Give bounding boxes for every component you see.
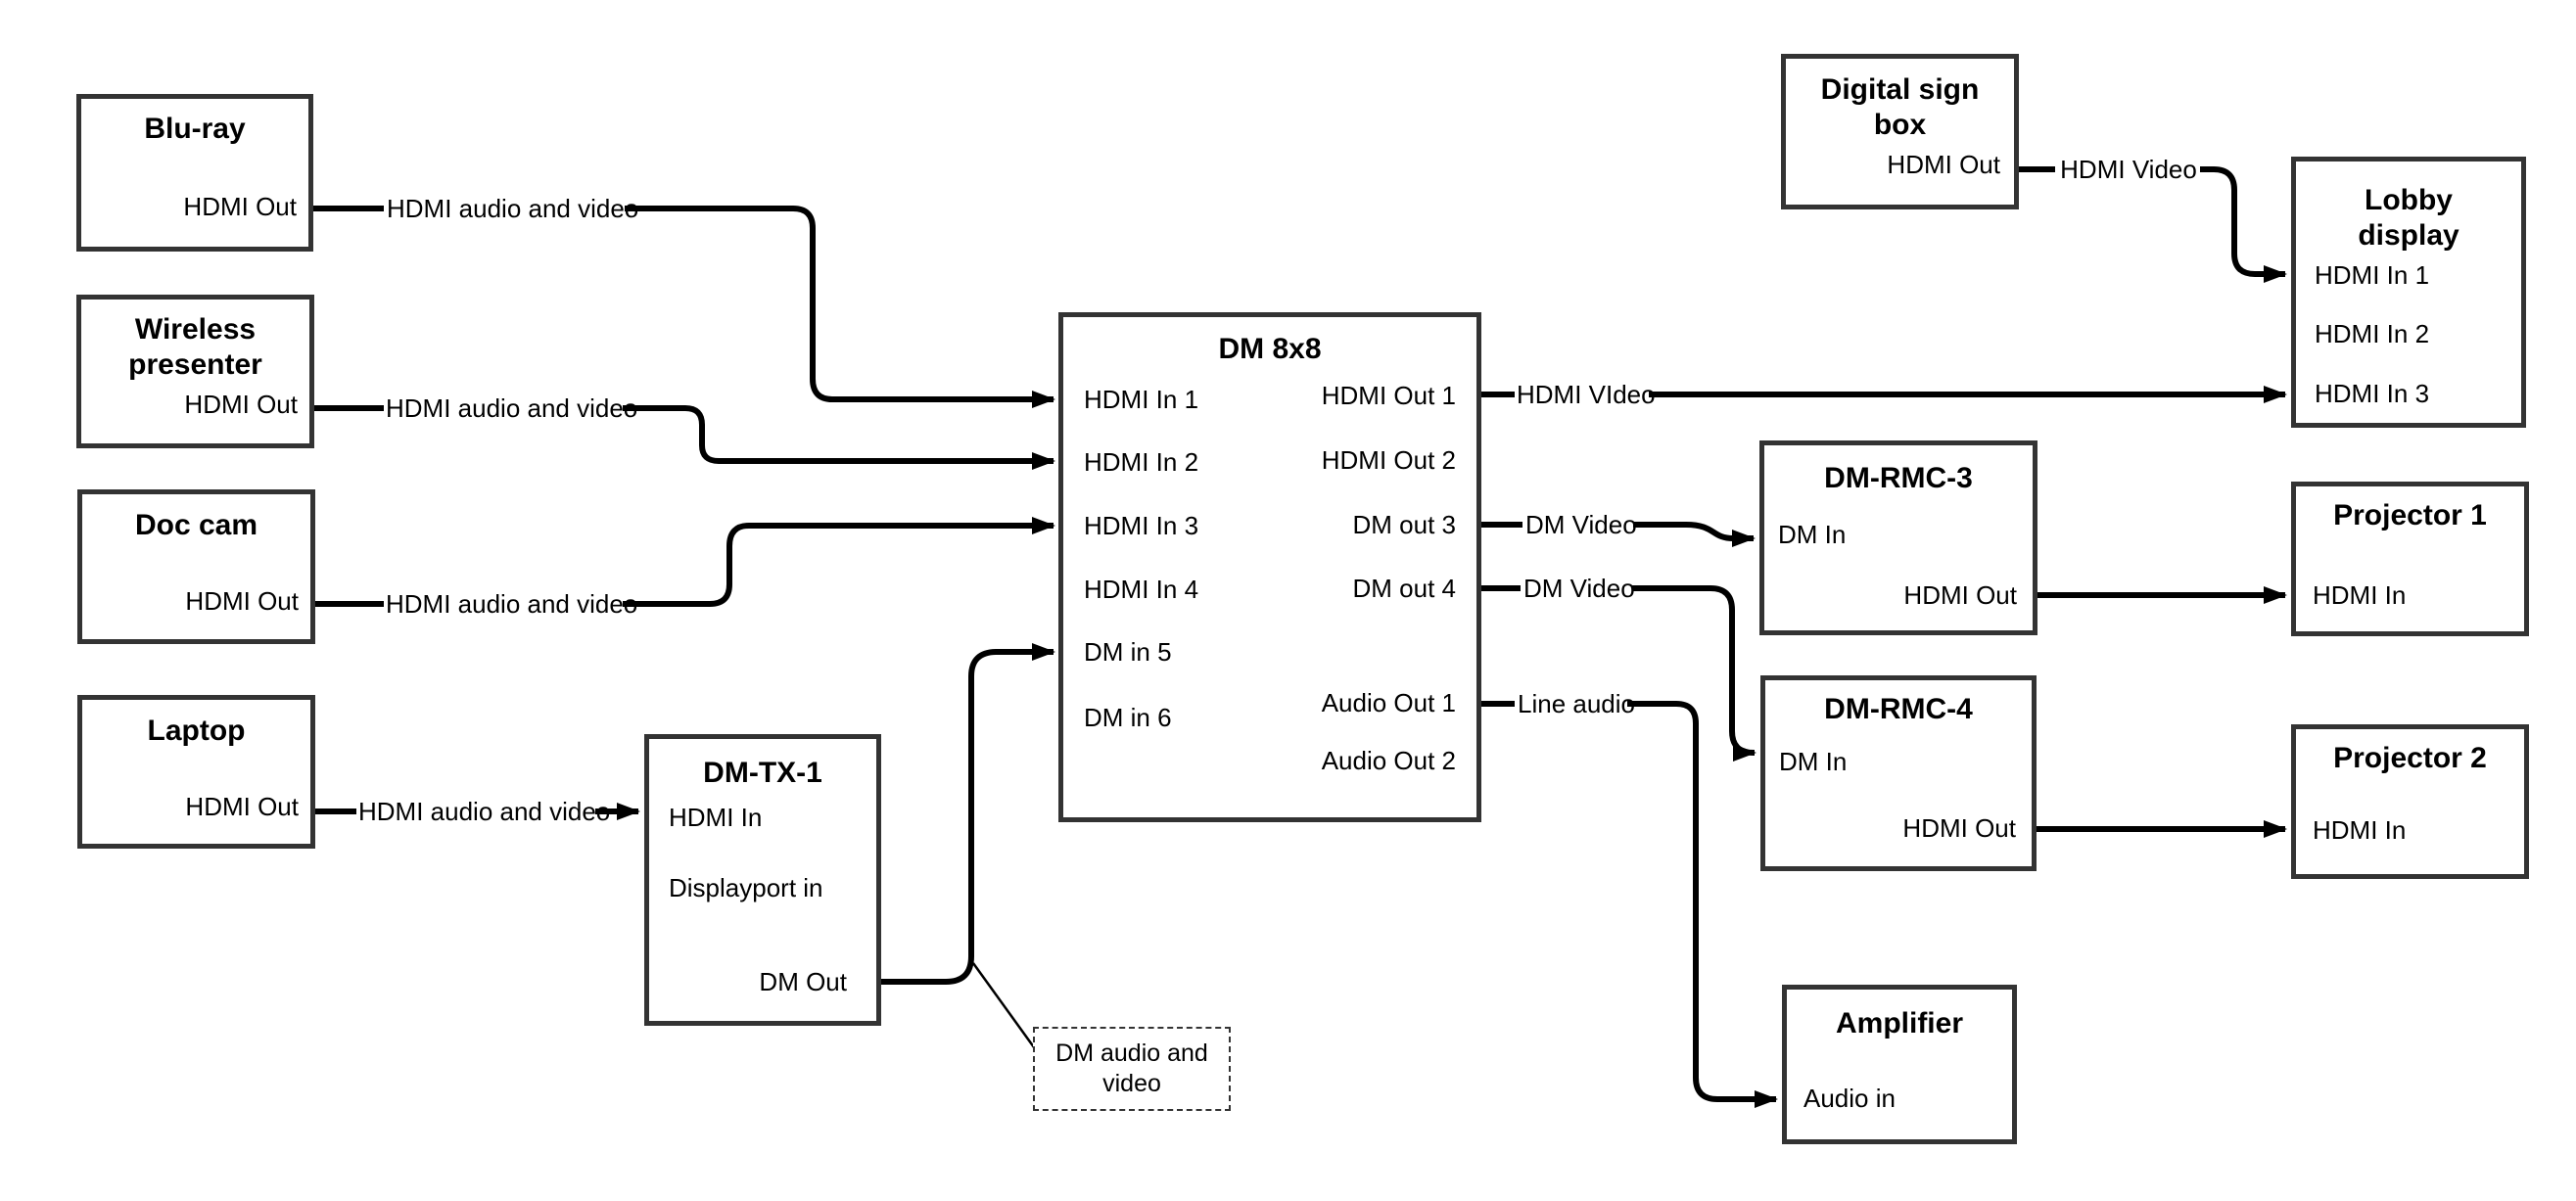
edge-audioout1-to-amp: [1627, 701, 1778, 1108]
edge-label-wireless: HDMI audio and video: [386, 393, 638, 423]
port-hdmi-out: HDMI Out: [1902, 813, 2016, 843]
port-dm-in: DM In: [1779, 747, 1848, 776]
port-hdmi-out: HDMI Out: [1903, 580, 2017, 610]
node-projector-1: Projector 1 HDMI In: [2291, 482, 2529, 636]
node-title: Lobby display: [2358, 184, 2459, 252]
edge-label-doccam: HDMI audio and video: [386, 589, 638, 619]
note-callout-line: [971, 962, 1036, 1048]
port-hdmi-in-1: HDMI In 1: [2315, 260, 2430, 290]
port-audio-out-1: Audio Out 1: [1321, 688, 1456, 717]
edge-label-dmout4: DM Video: [1523, 574, 1635, 603]
node-blu-ray: Blu-ray HDMI Out: [76, 94, 313, 252]
port-dm-in: DM In: [1778, 520, 1847, 549]
port-dm-in-6: DM in 6: [1084, 703, 1172, 732]
note-dm-audio-and-video: DM audio and video: [1033, 1027, 1231, 1111]
node-title: DM 8x8: [1218, 333, 1322, 365]
edge-wireless-to-dm8x8: [623, 405, 1055, 470]
node-lobby-display: Lobby display HDMI In 1 HDMI In 2 HDMI I…: [2291, 157, 2526, 428]
port-hdmi-out: HDMI Out: [183, 192, 297, 221]
port-hdmi-in: HDMI In: [669, 803, 763, 832]
port-dm-out: DM Out: [759, 967, 847, 996]
node-doc-cam: Doc cam HDMI Out: [77, 489, 315, 644]
node-title: Amplifier: [1835, 1007, 1964, 1039]
node-dm-rmc-4: DM-RMC-4 DM In HDMI Out: [1760, 675, 2037, 871]
node-dm-tx-1: DM-TX-1 HDMI In Displayport in DM Out: [644, 734, 881, 1026]
node-title: Projector 2: [2333, 742, 2487, 774]
edge-label-audioout1: Line audio: [1518, 689, 1635, 718]
port-hdmi-out: HDMI Out: [185, 792, 299, 821]
port-audio-out-2: Audio Out 2: [1321, 746, 1456, 775]
node-title: Wireless presenter: [128, 313, 262, 381]
edge-label-laptop: HDMI audio and video: [358, 797, 611, 826]
port-dm-out-4: DM out 4: [1352, 574, 1457, 603]
node-projector-2: Projector 2 HDMI In: [2291, 724, 2529, 879]
node-title: Projector 1: [2333, 499, 2487, 531]
node-title: DM-RMC-4: [1824, 693, 1973, 725]
port-displayport-in: Displayport in: [669, 873, 823, 902]
edge-bluray-to-dm8x8: [625, 206, 1055, 408]
port-hdmi-out: HDMI Out: [1887, 150, 2000, 179]
node-dm-8x8: DM 8x8 HDMI In 1 HDMI In 2 HDMI In 3 HDM…: [1058, 312, 1481, 822]
port-hdmi-out: HDMI Out: [185, 586, 299, 616]
port-hdmi-in-1: HDMI In 1: [1084, 385, 1199, 414]
edge-doccam-to-dm8x8: [623, 517, 1055, 607]
port-hdmi-in: HDMI In: [2313, 815, 2407, 845]
node-digital-sign-box: Digital sign box HDMI Out: [1781, 54, 2019, 209]
node-title: Digital sign box: [1820, 73, 1980, 141]
port-hdmi-out: HDMI Out: [184, 390, 298, 419]
edge-digisign-to-lobby: [2200, 166, 2287, 283]
node-title: DM-TX-1: [703, 757, 822, 789]
port-audio-in: Audio in: [1803, 1084, 1896, 1113]
port-hdmi-in-2: HDMI In 2: [1084, 447, 1199, 477]
port-hdmi-in-3: HDMI In 3: [1084, 511, 1199, 540]
port-hdmi-out-1: HDMI Out 1: [1321, 381, 1456, 410]
edge-dmout4-to-rmc4: [1632, 585, 1756, 762]
node-title: Laptop: [147, 715, 246, 747]
edge-label-dmout3: DM Video: [1525, 510, 1637, 539]
edge-dmtx1-to-dm8x8: [881, 643, 1055, 985]
port-hdmi-in-3: HDMI In 3: [2315, 379, 2430, 408]
port-dm-in-5: DM in 5: [1084, 637, 1172, 667]
node-dm-rmc-3: DM-RMC-3 DM In HDMI Out: [1759, 440, 2037, 635]
port-hdmi-in-2: HDMI In 2: [2315, 319, 2430, 348]
edge-dmout3-to-rmc3: [1633, 522, 1756, 547]
edge-label-bluray: HDMI audio and video: [387, 194, 639, 223]
edge-label-hdmiout1: HDMI VIdeo: [1517, 380, 1656, 409]
node-laptop: Laptop HDMI Out: [77, 695, 315, 849]
node-title: DM-RMC-3: [1824, 462, 1973, 494]
port-hdmi-in: HDMI In: [2313, 580, 2407, 610]
node-title: Doc cam: [134, 509, 258, 541]
edge-label-digisign: HDMI Video: [2060, 155, 2197, 184]
port-hdmi-out-2: HDMI Out 2: [1321, 445, 1456, 475]
node-wireless-presenter: Wireless presenter HDMI Out: [76, 295, 314, 448]
note-text: DM audio and video: [1055, 1039, 1208, 1097]
node-amplifier: Amplifier Audio in: [1782, 985, 2017, 1144]
node-title: Blu-ray: [144, 113, 246, 145]
port-dm-out-3: DM out 3: [1352, 510, 1457, 539]
port-hdmi-in-4: HDMI In 4: [1084, 575, 1199, 604]
